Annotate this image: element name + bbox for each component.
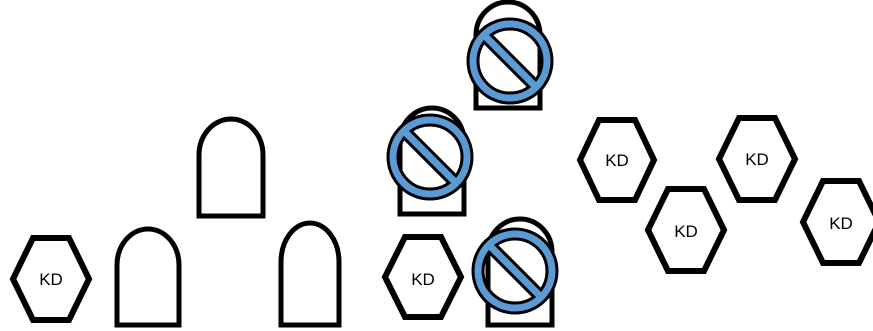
kd-hexagon: KD	[576, 117, 658, 203]
kd-label: KD	[674, 222, 698, 241]
kd-label: KD	[829, 214, 853, 233]
prohibited-icon	[386, 113, 474, 201]
prohibited-icon	[466, 17, 554, 105]
kd-hexagon: KD	[381, 234, 465, 320]
arch-shape	[196, 116, 266, 219]
prohibited-icon	[471, 227, 559, 315]
kd-label: KD	[411, 270, 435, 289]
arch-shape	[278, 220, 342, 328]
kd-label: KD	[745, 150, 769, 169]
kd-hexagon: KD	[644, 186, 728, 274]
kd-hexagon: KD	[9, 235, 93, 323]
arch-shape	[114, 226, 182, 328]
blocked-arch	[386, 105, 474, 217]
kd-hexagon: KD	[799, 178, 873, 266]
kd-label: KD	[605, 151, 629, 170]
kd-label: KD	[39, 270, 63, 289]
blocked-arch	[471, 216, 559, 328]
blocked-arch	[466, 0, 554, 111]
kd-hexagon: KD	[715, 115, 799, 203]
